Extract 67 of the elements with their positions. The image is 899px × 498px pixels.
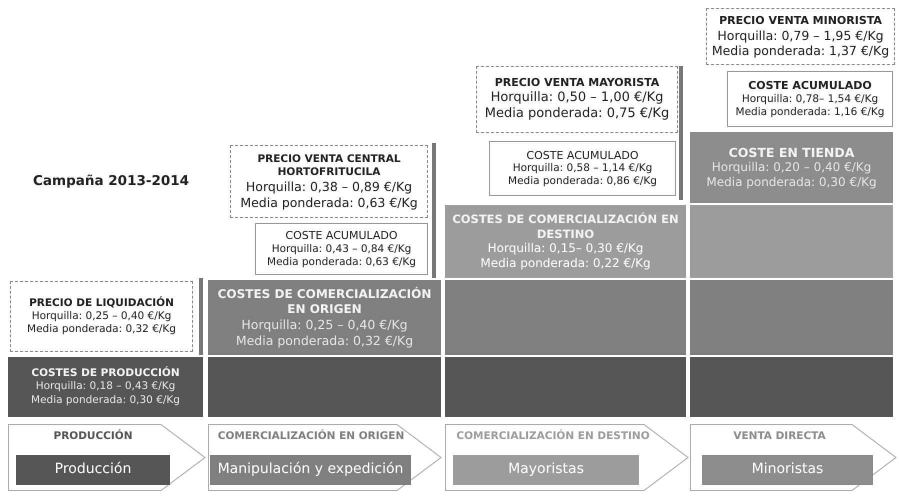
heading-text: COMERCIALIZACIÓN EN ORIGEN [216, 430, 406, 444]
cost-block [445, 280, 686, 355]
cost-block [208, 357, 441, 417]
stage-banner [445, 424, 689, 491]
cost-block [690, 357, 893, 417]
price-box [476, 66, 678, 133]
campaign-label: Campaña 2013-2014 [33, 173, 190, 189]
value-text: Horquilla: 0,50 – 1,00 €/Kg [490, 90, 664, 106]
value-text: Horquilla: 0,58 – 1,14 €/Kg [512, 162, 652, 176]
heading-text: PRECIO VENTA MAYORISTA [494, 76, 660, 90]
value-text: Mayoristas [508, 461, 584, 479]
value-text: Horquilla: 0,25 – 0,40 €/Kg [241, 316, 408, 332]
heading-text: COMERCIALIZACIÓN EN DESTINO [455, 430, 651, 444]
value-text: Minoristas [752, 461, 824, 479]
heading-text: COSTES DE COMERCIALIZACIÓN EN ORIGEN [216, 286, 432, 317]
price-box [10, 281, 193, 352]
cost-block [445, 205, 686, 278]
stage-box [16, 455, 170, 485]
value-text: Media ponderada: 0,63 €/Kg [267, 256, 416, 269]
cost-block [690, 205, 893, 278]
value-text: Media ponderada: 0,30 €/Kg [706, 175, 877, 190]
price-box [706, 8, 895, 65]
value-text: Horquilla: 0,15– 0,30 €/Kg [488, 240, 644, 256]
value-text: Horquilla: 0,38 – 0,89 €/Kg [246, 179, 412, 195]
heading-text: PRECIO VENTA MINORISTA [719, 14, 882, 28]
heading-text: PRODUCCIÓN [52, 430, 134, 444]
heading-text: COSTE ACUMULADO [748, 79, 872, 93]
heading-text: COSTE ACUMULADO [526, 148, 639, 162]
accumulated-cost-box [727, 71, 893, 127]
value-text: Media ponderada: 1,16 €/Kg [736, 106, 884, 119]
value-text: Media ponderada: 0,63 €/Kg [240, 194, 418, 210]
heading-text: COSTE EN TIENDA [728, 144, 854, 160]
value-text: Media ponderada: 0,32 €/Kg [236, 332, 414, 348]
value-text: Manipulación y expedición [218, 461, 404, 479]
heading-text: VENTA DIRECTA [732, 430, 827, 444]
heading-text: COSTE ACUMULADO [285, 229, 398, 243]
value-text: Media ponderada: 0,30 €/Kg [31, 394, 180, 407]
value-text: Horquilla: 0,25 – 0,40 €/Kg [32, 310, 172, 324]
value-text: Horquilla: 0,18 – 0,43 €/Kg [36, 380, 176, 394]
value-text: Media ponderada: 1,37 €/Kg [712, 43, 890, 59]
value-text: Horquilla: 0,79 – 1,95 €/Kg [717, 28, 884, 44]
cost-block [8, 357, 203, 417]
value-text: Media ponderada: 0,75 €/Kg [484, 106, 670, 123]
accumulated-cost-box [489, 141, 676, 196]
value-text: Horquilla: 0,20 – 0,40 €/Kg [712, 160, 872, 176]
stage-box [453, 455, 639, 485]
value-text: Media ponderada: 0,86 €/Kg [508, 175, 657, 188]
cost-block [690, 132, 893, 203]
price-box [230, 145, 428, 218]
cost-block [690, 280, 893, 355]
stage-banner [208, 424, 442, 491]
value-text: Media ponderada: 0,32 €/Kg [27, 323, 176, 336]
stage-box [702, 455, 873, 485]
stage-box [210, 455, 411, 485]
heading-text: PRECIO DE LIQUIDACIÓN [29, 296, 174, 310]
heading-text: COSTES DE COMERCIALIZACIÓN EN DESTINO [451, 212, 680, 241]
cost-block [208, 280, 441, 355]
stage-banner [8, 424, 206, 491]
value-text: Producción [54, 461, 132, 479]
value-text: Horquilla: 0,43 – 0,84 €/Kg [272, 242, 412, 256]
cost-block [445, 357, 686, 417]
heading-text: PRECIO VENTA CENTRAL HORTOFRITUCILA [256, 152, 402, 179]
stage-banner [690, 424, 897, 491]
value-text: Horquilla: 0,78– 1,54 €/Kg [742, 92, 878, 106]
accumulated-cost-box [255, 223, 428, 275]
heading-text: COSTES DE PRODUCCIÓN [31, 367, 180, 380]
value-text: Media ponderada: 0,22 €/Kg [480, 256, 651, 271]
